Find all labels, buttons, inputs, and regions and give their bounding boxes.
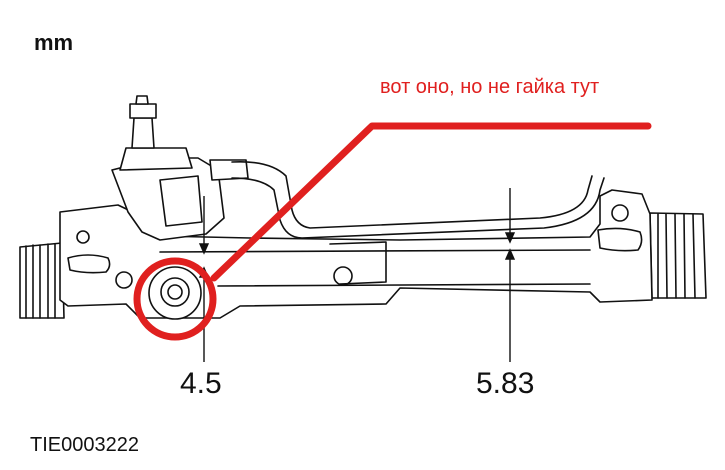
measurement-label: 5.83 <box>476 367 535 400</box>
measurement-label: 4.5 <box>180 367 222 400</box>
hydraulic-lines <box>231 160 605 239</box>
left-bellows-boot <box>19 242 65 319</box>
pinion-valve-body <box>111 95 249 241</box>
annotation-highlight-circle <box>133 257 217 341</box>
pinion-nut <box>148 266 202 320</box>
annotation-pointer-line <box>210 122 652 282</box>
red-annotation-callout <box>133 122 652 341</box>
figure-code: TIE0003222 <box>30 434 139 456</box>
right-bellows-boot <box>649 212 707 299</box>
annotation-text: вот оно, но не гайка тут <box>380 76 600 98</box>
unit-label: mm <box>34 30 74 55</box>
